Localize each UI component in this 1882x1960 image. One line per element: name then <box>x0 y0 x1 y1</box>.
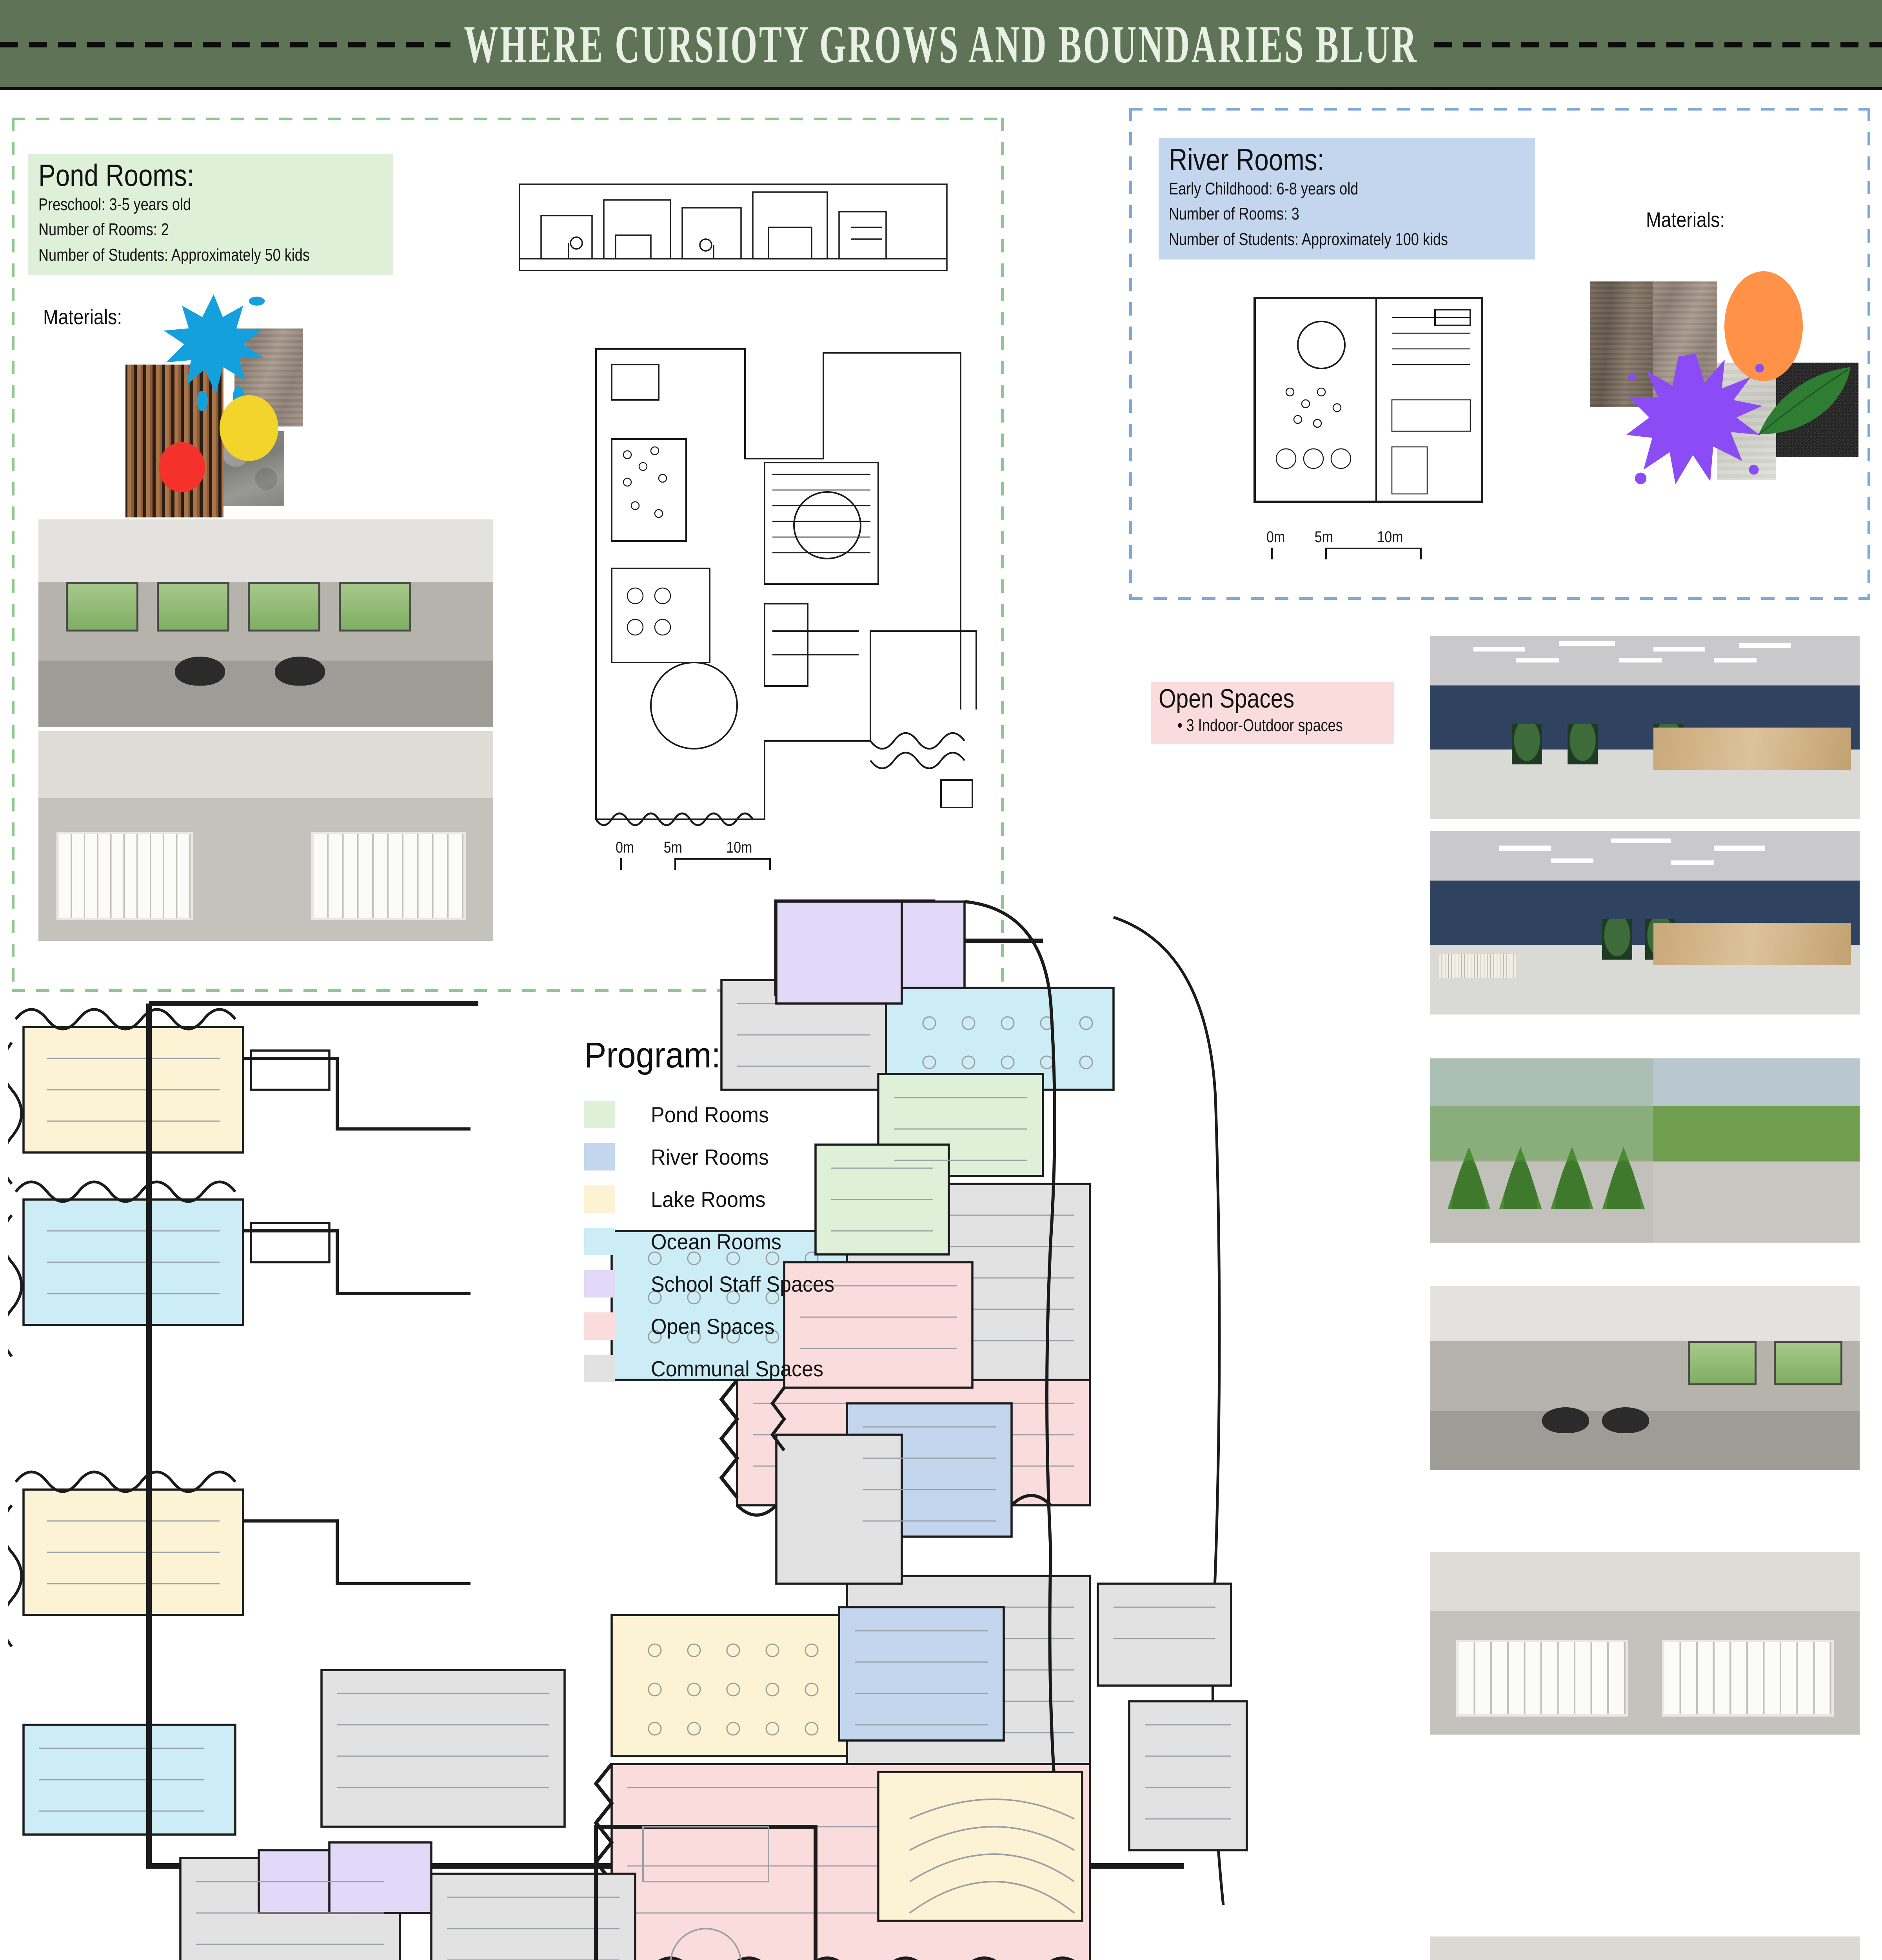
legend-color-chip <box>584 1228 615 1255</box>
legend-color-chip <box>584 1185 615 1213</box>
pond-rooms-section-frame <box>12 118 1004 992</box>
river-materials-label: Materials: <box>1646 208 1725 232</box>
legend-item-lake-rooms[interactable]: Lake Rooms <box>584 1178 1055 1220</box>
render-lobby-view-1 <box>1430 636 1860 819</box>
pond-rooms-title: Pond Rooms: <box>38 158 194 192</box>
scale-label-10m: 10m <box>726 839 752 856</box>
program-legend: Program: Pond Rooms River Rooms Lake Roo… <box>584 1035 1055 1390</box>
render-lounge-space <box>1430 1286 1860 1470</box>
pond-rooms-age: Preschool: 3-5 years old <box>38 194 191 214</box>
render-library-shelving <box>1430 1552 1860 1735</box>
legend-color-chip <box>584 1101 615 1128</box>
river-orange-circle-accent <box>1724 271 1803 381</box>
legend-item-ocean-rooms[interactable]: Ocean Rooms <box>584 1220 1055 1263</box>
legend-color-chip <box>584 1355 615 1382</box>
page-title: WHERE CURSIOTY GROWS AND BOUNDARIES BLUR <box>450 14 1432 76</box>
open-spaces-title: Open Spaces <box>1159 684 1295 713</box>
render-study-commons <box>1430 1936 1860 1960</box>
legend-item-river-rooms[interactable]: River Rooms <box>584 1136 1055 1178</box>
legend-label: River Rooms <box>651 1144 769 1169</box>
program-legend-heading: Program: <box>584 1035 721 1075</box>
river-rooms-age: Early Childhood: 6-8 years old <box>1169 179 1359 198</box>
river-material-darkwood-swatch <box>1590 281 1653 407</box>
pond-rooms-info-card: Pond Rooms: Preschool: 3-5 years old Num… <box>28 154 393 276</box>
render-indoor-outdoor-garden <box>1430 1058 1860 1243</box>
river-rooms-info-card: River Rooms: Early Childhood: 6-8 years … <box>1159 138 1535 260</box>
pond-section-drawing <box>518 172 949 274</box>
pond-rooms-student-count: Number of Students: Approximately 50 kid… <box>38 245 310 265</box>
river-rooms-title: River Rooms: <box>1169 142 1324 177</box>
legend-label: Ocean Rooms <box>651 1229 781 1254</box>
legend-label: Lake Rooms <box>651 1187 766 1212</box>
scale-label-0m: 0m <box>1266 528 1285 546</box>
frame-edge-bottom <box>12 989 1004 992</box>
frame-edge-right <box>1867 108 1870 600</box>
pond-material-woodslat-swatch <box>125 365 223 517</box>
render-lobby-view-2 <box>1430 831 1860 1014</box>
pond-rooms-room-count: Number of Rooms: 2 <box>38 220 169 240</box>
frame-edge-top <box>12 118 1004 120</box>
legend-label: School Staff Spaces <box>651 1271 835 1296</box>
pond-floor-plan-drawing <box>576 337 996 831</box>
scale-label-5m: 5m <box>663 839 682 856</box>
river-purple-paint-splash <box>1626 354 1764 485</box>
frame-edge-left <box>1129 108 1132 600</box>
header-underline <box>0 87 1882 90</box>
north-arrow-label: N <box>1129 1956 1172 1960</box>
frame-edge-left <box>12 118 15 992</box>
legend-color-chip <box>584 1270 615 1298</box>
scale-label-10m: 10m <box>1377 528 1403 546</box>
frame-edge-bottom <box>1129 597 1870 600</box>
river-leaf-accent <box>1758 367 1851 435</box>
board-header: WHERE CURSIOTY GROWS AND BOUNDARIES BLUR <box>0 0 1882 89</box>
pond-materials-label: Materials: <box>43 305 122 329</box>
pond-yellow-circle-accent <box>220 395 278 461</box>
frame-edge-top <box>1129 108 1870 111</box>
river-rooms-student-count: Number of Students: Approximately 100 ki… <box>1169 229 1448 249</box>
legend-item-communal-spaces[interactable]: Communal Spaces <box>584 1347 1055 1390</box>
river-scale-bar: 0m 5m 10m <box>1266 528 1486 561</box>
legend-label: Open Spaces <box>651 1314 775 1339</box>
legend-color-chip <box>584 1312 615 1340</box>
pond-scale-bar: 0m 5m 10m <box>616 839 835 871</box>
legend-item-school-staff-spaces[interactable]: School Staff Spaces <box>584 1263 1055 1305</box>
river-rooms-room-count: Number of Rooms: 3 <box>1169 204 1299 224</box>
pond-render-classroom-1 <box>38 519 493 727</box>
scale-label-0m: 0m <box>616 839 634 856</box>
pond-blue-paint-splash <box>163 294 265 411</box>
river-floor-plan-drawing <box>1247 290 1490 510</box>
pond-red-circle-accent <box>159 442 205 492</box>
legend-color-chip <box>584 1143 615 1171</box>
pond-render-classroom-2 <box>38 731 493 941</box>
legend-label: Communal Spaces <box>651 1356 823 1381</box>
legend-label: Pond Rooms <box>651 1102 769 1127</box>
open-spaces-bullet: • 3 Indoor-Outdoor spaces <box>1177 716 1343 735</box>
legend-item-open-spaces[interactable]: Open Spaces <box>584 1305 1055 1347</box>
open-spaces-info-card: Open Spaces • 3 Indoor-Outdoor spaces <box>1151 682 1394 744</box>
north-arrow: N <box>1129 1956 1172 1960</box>
river-rooms-section-frame <box>1129 108 1870 600</box>
main-site-floor-plan <box>8 886 1349 1960</box>
scale-label-5m: 5m <box>1314 528 1333 546</box>
legend-item-pond-rooms[interactable]: Pond Rooms <box>584 1093 1055 1136</box>
frame-edge-right <box>1001 118 1004 992</box>
